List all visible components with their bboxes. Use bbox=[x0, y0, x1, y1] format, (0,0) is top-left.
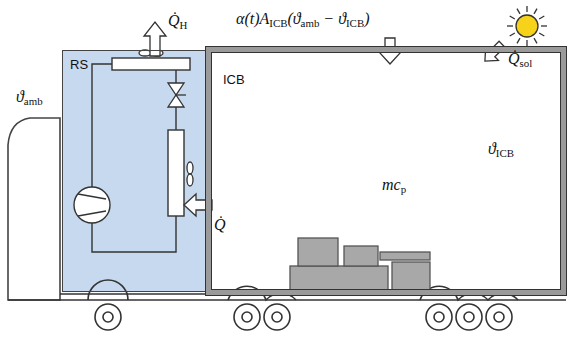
cargo-box-temperature: ϑICB bbox=[488, 140, 514, 158]
ambient-temperature: ϑamb bbox=[16, 88, 43, 106]
sun-ray bbox=[534, 9, 537, 14]
subscript: ICB bbox=[346, 17, 364, 29]
box-label: ICB bbox=[223, 72, 245, 87]
symbol: Q̇ bbox=[168, 12, 180, 29]
subscript: p bbox=[401, 183, 406, 195]
sun-ray bbox=[526, 6, 527, 12]
symbol: ϑ bbox=[16, 88, 24, 105]
rs-housing bbox=[62, 50, 206, 292]
wheels bbox=[95, 304, 512, 330]
subscript: amb bbox=[24, 95, 43, 107]
cargo-heat-capacity: mcp bbox=[382, 176, 406, 194]
symbol: Q̇ bbox=[508, 50, 520, 67]
subscript: H bbox=[180, 19, 188, 31]
symbol: α(t)A bbox=[236, 10, 269, 27]
symbol: (ϑ bbox=[287, 10, 300, 27]
symbol: ϑ bbox=[488, 140, 496, 157]
cooling-power: Q̇ bbox=[214, 216, 226, 234]
sun bbox=[507, 6, 547, 46]
symbol: − ϑ bbox=[319, 10, 346, 27]
heat-rejected: Q̇H bbox=[168, 12, 187, 30]
sun-ray bbox=[507, 25, 513, 26]
chassis bbox=[8, 280, 566, 300]
sun-ray bbox=[510, 33, 515, 36]
box-label: RS bbox=[70, 57, 88, 72]
compressor bbox=[74, 187, 110, 223]
solar-heat: Q̇sol bbox=[508, 50, 532, 68]
symbol: mc bbox=[382, 176, 401, 193]
sun-ray bbox=[541, 25, 547, 26]
sun-ray bbox=[534, 38, 537, 43]
sun-ray bbox=[517, 9, 520, 14]
symbol: ) bbox=[364, 10, 369, 27]
condenser bbox=[112, 58, 190, 70]
truck-cab bbox=[8, 118, 60, 300]
sun-ray bbox=[510, 16, 515, 19]
cargo-box: ICB bbox=[206, 47, 566, 295]
subscript: amb bbox=[301, 17, 320, 29]
sun-ray bbox=[539, 16, 544, 19]
wall-heat-flow: α(t)AICB(ϑamb − ϑICB) bbox=[236, 10, 369, 28]
sun-ray bbox=[526, 40, 527, 46]
evaporator bbox=[168, 130, 184, 216]
subscript: sol bbox=[520, 57, 533, 69]
refrigeration-system-box: RS bbox=[62, 50, 206, 292]
cargo-packages bbox=[290, 238, 430, 292]
expansion-valve bbox=[168, 83, 186, 107]
refrigeration-circuit bbox=[92, 64, 176, 252]
evaporator-fan bbox=[187, 162, 193, 186]
subscript: ICB bbox=[269, 17, 287, 29]
subscript: ICB bbox=[496, 147, 514, 159]
sun-ray bbox=[539, 33, 544, 36]
sun-ray bbox=[517, 38, 520, 43]
